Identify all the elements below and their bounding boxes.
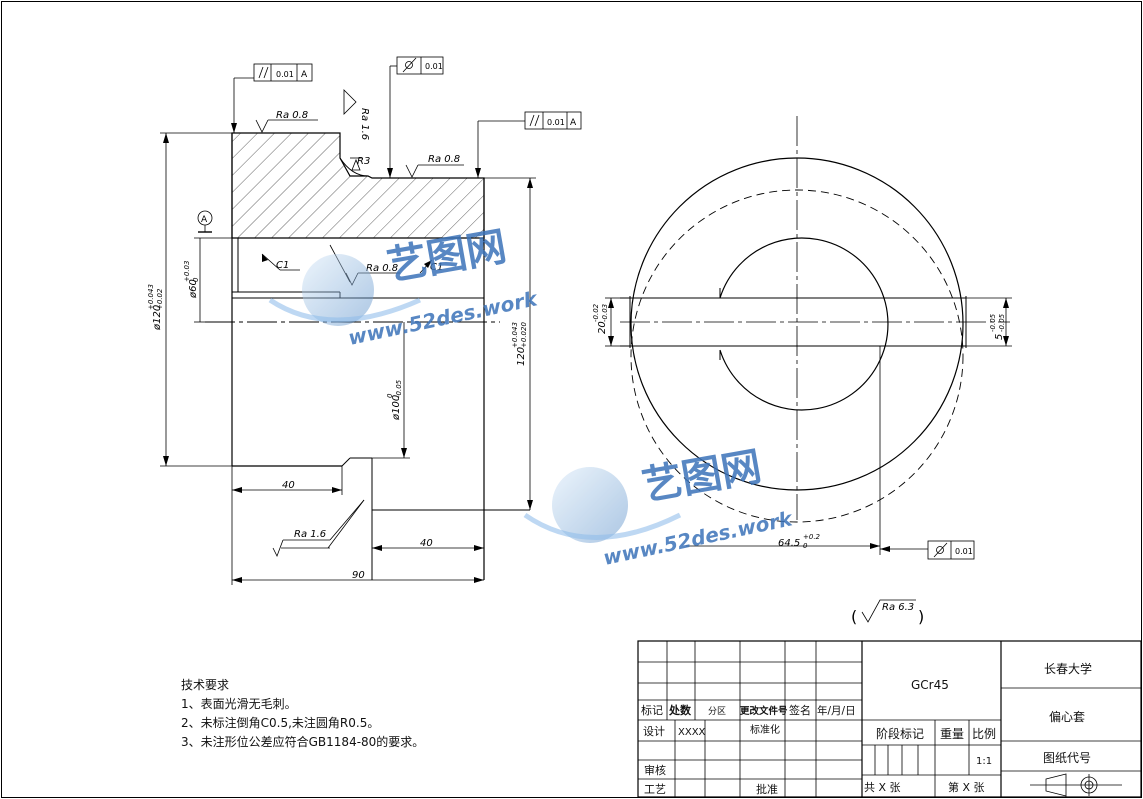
tb-design: 设计 [643,725,665,738]
fcf-value: 0.01 [547,118,565,127]
tb-header-label: 处数 [668,703,692,717]
fcf-datum: A [570,118,577,128]
tb-sheet-no: 第 X 张 [948,780,985,794]
dim-tolerance: 0 [386,393,394,398]
dim-right: 120 [516,347,527,366]
tb-part-name: 偏心套 [1049,709,1085,724]
dim-key-width: 20 [597,321,608,334]
dim-tolerance: -0.05 [998,313,1006,332]
fcf-value: 0.01 [276,70,294,79]
roughness-label: Ra 1.6 [359,108,370,140]
dim-length-right: 40 [420,538,433,549]
globe-icon [552,467,628,543]
tb-scale-label: 比例 [972,727,996,741]
roughness-label: Ra 1.6 [294,529,326,540]
arrowheads [163,123,533,583]
tb-sheets-total: 共 X 张 [864,781,901,794]
watermark: 艺图网 www.52des.work [268,224,541,350]
watermark-cn: 艺图网 [639,444,765,510]
dim-radius: R3 [357,156,370,167]
feature-control-frame [927,540,975,560]
dim-tolerance: +0.2 [803,533,821,541]
fcf-value: 0.01 [425,62,443,71]
title-block-text: 标记 处数 分区 更改文件号 签名 年/月/日 设计 XXXX 标准化 审核 工… [641,661,1092,796]
watermark: 艺图网 www.52des.work [523,444,796,570]
notes-title: 技术要求 [181,678,230,692]
feature-control-frame [253,63,313,82]
dim-tolerance: +0.020 [520,322,528,348]
fcf-value: 0.01 [955,547,973,556]
dim-groove: ø100 [391,395,402,421]
tb-drawing-no-label: 图纸代号 [1043,751,1091,765]
projection-symbol-icon [1030,773,1122,797]
watermark-url: www.52des.work [601,506,796,570]
end-view-arrows [608,298,1009,552]
tb-company: 长春大学 [1044,661,1092,676]
tb-header-label: 标记 [641,703,663,717]
tb-designer: XXXX [678,727,706,738]
tb-header-label: 签名 [789,703,811,717]
roughness-label: Ra 0.8 [428,154,460,165]
tb-weight: 重量 [940,727,964,741]
note-item: 2、未标注倒角C0.5,未注圆角R0.5。 [181,716,380,730]
paren-open-icon: ( [851,607,857,626]
feature-control-frame [524,111,582,130]
roughness-label: Ra 0.8 [276,110,308,121]
datum-label: A [201,215,208,225]
note-item: 1、表面光滑无毛刺。 [181,697,297,711]
tb-review: 审核 [644,763,666,777]
datum-symbol: A [197,210,213,233]
dim-tolerance: +0.02 [156,288,164,310]
tb-material: GCr45 [911,678,949,692]
dim-tolerance: -0.05 [395,379,403,398]
tb-approve: 批准 [756,782,778,796]
roughness-labels: Ra 0.8 Ra 0.8 Ra 0.8 Ra 1.6 Ra 1.6 [276,108,460,540]
hatch-region [231,132,485,239]
fcf-datum: A [301,70,308,80]
tb-standardize: 标准化 [750,723,780,736]
dim-length-left: 40 [282,480,295,491]
tb-stage-mark: 阶段标记 [876,726,924,741]
general-roughness-label: Ra 6.3 [882,602,914,613]
dim-right-width: 5 [994,334,1005,340]
roughness-label: Ra 0.8 [366,263,398,274]
end-view-dim-texts: 20 -0.02 -0.03 5 -0.05 -0.05 64.5 +0.2 0 [592,303,1006,550]
dim-tolerance: -0.03 [601,304,609,322]
feature-control-frame [396,56,444,75]
section-view [205,132,530,580]
dim-tolerance: +0.043 [147,284,155,310]
dim-tolerance: -0.05 [989,313,997,332]
general-roughness: ( Ra 6.3 ) [851,599,924,626]
tb-process: 工艺 [644,783,666,796]
dim-tolerance: -0.02 [592,303,600,322]
dimension-texts: ø120 +0.043 +0.02 ø60 +0.03 0 ø100 0 -0.… [147,156,528,581]
dim-tolerance: 0 [192,277,200,282]
tb-header-label: 更改文件号 [740,705,788,717]
dim-outer-left: ø120 [152,305,163,331]
tb-header-label: 年/月/日 [817,704,856,717]
tb-scale: 1:1 [976,756,992,767]
tb-header-label: 分区 [708,706,726,717]
dim-chamfer: C1 [430,262,443,273]
dim-tolerance: 0 [803,542,808,550]
technical-notes: 技术要求 1、表面光滑无毛刺。 2、未标注倒角C0.5,未注圆角R0.5。 3、… [181,676,424,752]
title-block [637,640,1142,798]
dim-chamfer: C1 [276,260,289,271]
dim-bore: ø60 [188,279,199,299]
note-item: 3、未注形位公差应符合GB1184-80的要求。 [181,735,425,749]
dim-tolerance: +0.03 [183,261,191,282]
end-view [620,116,1010,555]
dim-offset: 64.5 [778,538,800,549]
dim-length-total: 90 [352,570,365,581]
dim-tolerance: +0.043 [511,322,519,348]
globe-icon [302,254,374,326]
paren-close-icon: ) [918,607,924,626]
